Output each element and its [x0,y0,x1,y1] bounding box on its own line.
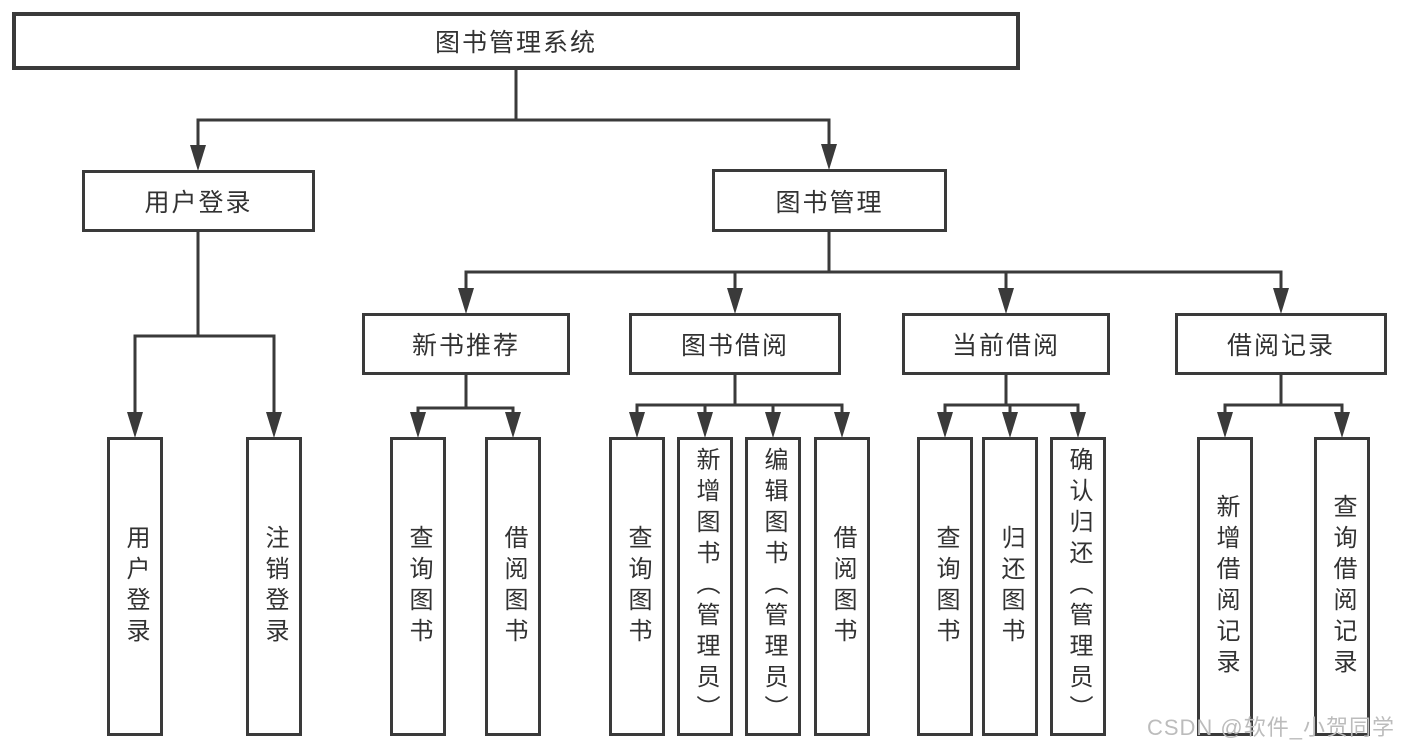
leaf-label: 归还图书 [997,524,1024,649]
arrow-down-icon [697,412,713,438]
leaf-add-borrow-record: 新增借阅记录 [1197,437,1253,736]
leaf-label: 查询图书 [932,524,959,649]
watermark: CSDN @软件_小贺同学 [1146,715,1395,740]
arrow-down-icon [458,288,474,314]
node-book-borrowing: 图书借阅 [629,313,841,375]
leaf-query-books-borrowing: 查询图书 [609,437,665,736]
leaf-label: 编辑图书（管理员） [760,447,787,726]
arrow-down-icon [765,412,781,438]
leaf-label: 新增图书（管理员） [692,447,719,726]
arrow-down-icon [1334,412,1350,438]
arrow-down-icon [505,412,521,438]
node-user-login: 用户登录 [82,170,315,232]
node-library-system: 图书管理系统 [12,12,1020,70]
arrow-down-icon [1070,412,1086,438]
leaf-label: 查询借阅记录 [1329,493,1356,680]
leaf-query-books-current: 查询图书 [917,437,973,736]
arrow-down-icon [190,145,206,171]
leaf-add-book-admin: 新增图书（管理员） [677,437,733,736]
leaf-label: 查询图书 [405,524,432,649]
arrow-down-icon [727,288,743,314]
arrow-down-icon [1217,412,1233,438]
leaf-borrow-books-recommend: 借阅图书 [485,437,541,736]
leaf-label: 新增借阅记录 [1212,493,1239,680]
arrow-down-icon [266,412,282,438]
arrow-down-icon [1273,288,1289,314]
leaf-label: 借阅图书 [500,524,527,649]
arrow-down-icon [127,412,143,438]
leaf-return-books: 归还图书 [982,437,1038,736]
arrow-down-icon [1002,412,1018,438]
arrow-down-icon [629,412,645,438]
leaf-label: 用户登录 [122,524,149,649]
leaf-label: 注销登录 [261,524,288,649]
leaf-query-borrow-record: 查询借阅记录 [1314,437,1370,736]
leaf-query-books-recommend: 查询图书 [390,437,446,736]
arrowhead-icons [127,144,1350,438]
node-book-management: 图书管理 [712,169,947,232]
leaf-borrow-books-borrowing: 借阅图书 [814,437,870,736]
leaf-logout: 注销登录 [246,437,302,736]
arrow-down-icon [834,412,850,438]
leaf-confirm-return-admin: 确认归还（管理员） [1050,437,1106,736]
arrow-down-icon [998,288,1014,314]
leaf-edit-book-admin: 编辑图书（管理员） [745,437,801,736]
arrow-down-icon [821,144,837,170]
arrow-down-icon [937,412,953,438]
leaf-label: 查询图书 [624,524,651,649]
node-borrowing-records: 借阅记录 [1175,313,1387,375]
connector-shafts [133,68,1344,416]
leaf-label: 确认归还（管理员） [1065,447,1092,726]
arrow-down-icon [410,412,426,438]
leaf-label: 借阅图书 [829,524,856,649]
node-current-borrowing: 当前借阅 [902,313,1110,375]
leaf-user-login: 用户登录 [107,437,163,736]
node-new-book-recommend: 新书推荐 [362,313,570,375]
